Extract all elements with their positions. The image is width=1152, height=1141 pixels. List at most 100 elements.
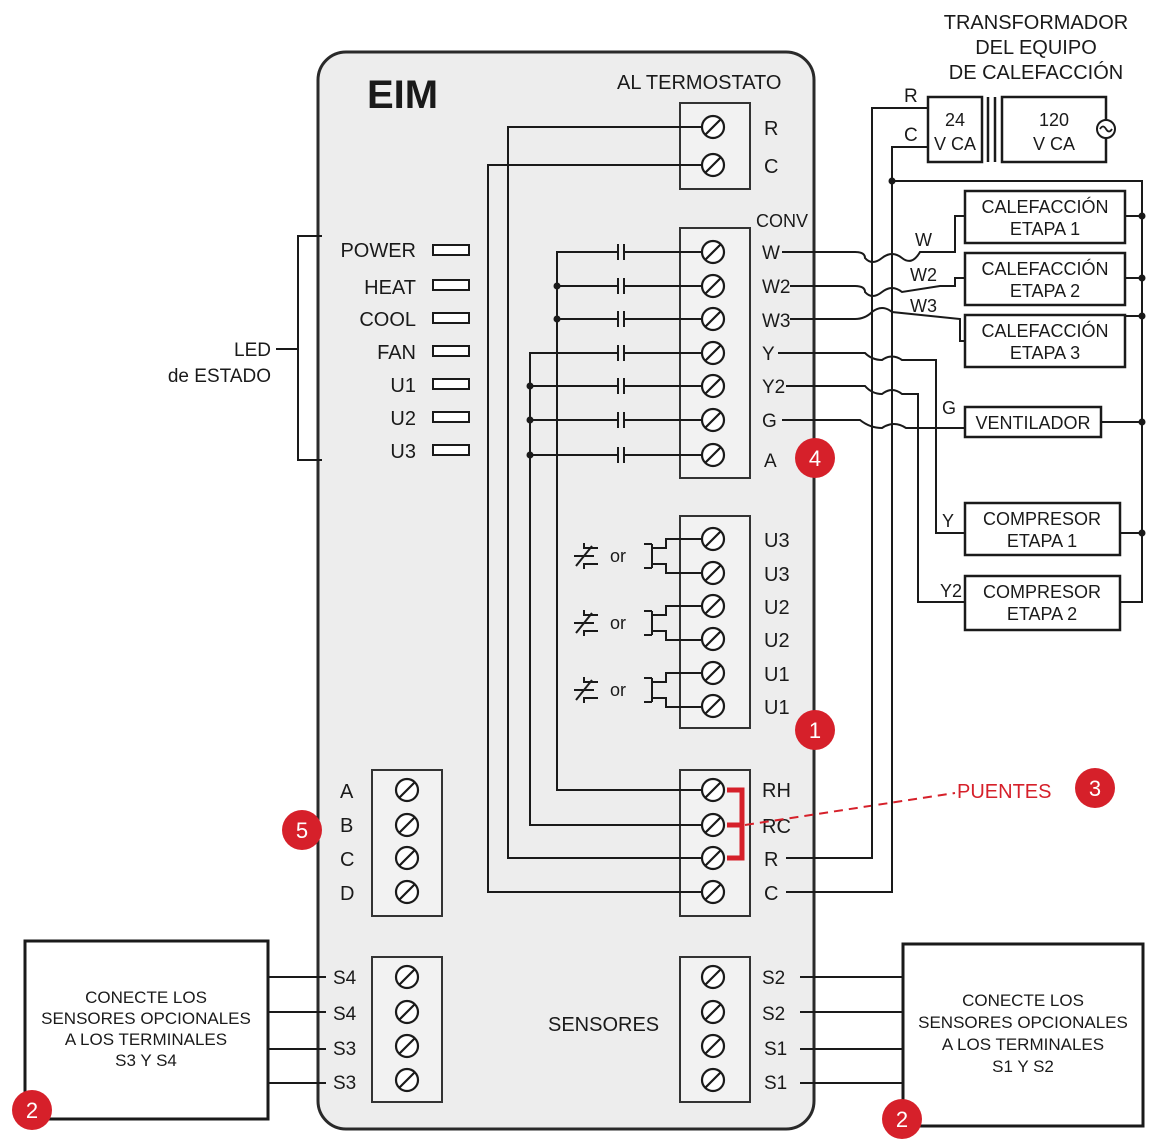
or-label-u3: or <box>610 546 626 566</box>
sensor-left-wires <box>268 976 326 1084</box>
terminal-label-u1b: U1 <box>764 697 790 719</box>
led-u3-indicator <box>432 444 470 456</box>
transformer-r-label: R <box>904 86 918 107</box>
led-power-indicator <box>432 244 470 256</box>
terminal-label-s2b: S2 <box>762 1004 785 1025</box>
or-label-u1: or <box>610 680 626 700</box>
led-u2-indicator <box>432 411 470 423</box>
jumpers <box>727 787 745 861</box>
terminal-label-rc: RC <box>762 816 791 838</box>
sensor-note-right <box>901 942 1145 1128</box>
terminal-label-s3a: S3 <box>333 1039 356 1060</box>
jumpers-leader <box>744 792 956 826</box>
thermostat-header: AL TERMOSTATO <box>617 72 781 94</box>
equipment-compressor-stage2-line2: ETAPA 2 <box>1007 604 1077 624</box>
terminal-label-abcd-d: D <box>340 883 354 905</box>
sensor-note-right-line1: CONECTE LOS <box>962 991 1084 1010</box>
equipment-heat-stage2-line2: ETAPA 2 <box>1010 281 1080 301</box>
sensor-note-right-line4: S1 Y S2 <box>992 1057 1054 1076</box>
terminal-label-u2a: U2 <box>764 597 790 619</box>
terminal-label-s3b: S3 <box>333 1073 356 1094</box>
led-fan-indicator <box>432 345 470 357</box>
transformer-title-3: DE CALEFACCIÓN <box>949 61 1123 84</box>
equipment-heat-stage3-line1: CALEFACCIÓN <box>981 320 1108 341</box>
sensor-note-right-line2: SENSORES OPCIONALES <box>918 1013 1128 1032</box>
transformer-secondary-1: 24 <box>945 110 965 130</box>
callout-2-left-label: 2 <box>26 1098 38 1123</box>
led-label-fan: FAN <box>377 342 416 364</box>
callout-2-right: 2 <box>882 1099 922 1139</box>
wire-label-y2: Y2 <box>940 581 962 601</box>
led-label-cool: COOL <box>359 309 416 331</box>
equipment-heat-stage1-line1: CALEFACCIÓN <box>981 196 1108 217</box>
wire-label-w2: W2 <box>910 265 937 285</box>
wire-label-y: Y <box>942 511 954 531</box>
or-label-u2: or <box>610 613 626 633</box>
terminal-label-s1b: S1 <box>764 1073 787 1094</box>
led-heat-indicator <box>432 279 470 291</box>
terminal-label-s1a: S1 <box>764 1039 787 1060</box>
led-label-u3: U3 <box>390 441 416 463</box>
terminal-label-s2a: S2 <box>762 968 785 989</box>
sensor-note-left-line4: S3 Y S4 <box>115 1051 177 1070</box>
callout-3: 3 <box>1075 768 1115 808</box>
led-label-u2: U2 <box>390 408 416 430</box>
callout-3-label: 3 <box>1089 776 1101 801</box>
terminal-label-abcd-b: B <box>340 815 353 837</box>
terminal-label-r: R <box>764 118 778 140</box>
led-label-heat: HEAT <box>364 277 416 299</box>
terminal-label-g: G <box>762 411 777 432</box>
led-label-line2: de ESTADO <box>168 366 271 387</box>
transformer-primary-2: V CA <box>1033 134 1075 154</box>
conv-label: CONV <box>756 211 808 231</box>
equipment-compressor-stage1 <box>963 501 1122 557</box>
terminal-label-u3a: U3 <box>764 530 790 552</box>
transformer-primary-1: 120 <box>1039 110 1069 130</box>
equipment-fan-line1: VENTILADOR <box>975 413 1090 433</box>
callout-2-right-label: 2 <box>896 1107 908 1132</box>
callout-4: 4 <box>795 438 835 478</box>
terminal-label-a: A <box>764 451 777 472</box>
external-wiring <box>778 107 1146 893</box>
terminal-label-abcd-c: C <box>340 849 354 871</box>
terminal-label-c2: C <box>764 883 778 905</box>
equipment-heat-stage2 <box>963 251 1127 307</box>
terminal-label-s4a: S4 <box>333 968 357 989</box>
callout-2-left: 2 <box>12 1090 52 1130</box>
status-led-bracket <box>276 235 322 461</box>
callout-1: 1 <box>795 710 835 750</box>
sensor-note-left-line3: A LOS TERMINALES <box>65 1030 227 1049</box>
callout-5: 5 <box>282 810 322 850</box>
equipment-compressor-stage2-line1: COMPRESOR <box>983 582 1101 602</box>
sensor-note-right-line3: A LOS TERMINALES <box>942 1035 1104 1054</box>
sensor-note-left <box>23 939 270 1121</box>
callout-4-label: 4 <box>809 446 821 471</box>
callout-5-label: 5 <box>296 818 308 843</box>
terminal-label-y: Y <box>762 344 775 365</box>
led-label-power: POWER <box>340 240 416 262</box>
terminal-label-r2: R <box>764 849 778 871</box>
terminal-label-y2: Y2 <box>762 377 785 398</box>
terminal-label-c: C <box>764 156 778 178</box>
wire-label-g: G <box>942 398 956 418</box>
sensor-note-left-line2: SENSORES OPCIONALES <box>41 1009 251 1028</box>
wire-label-w3: W3 <box>910 296 937 316</box>
relay-contacts <box>617 244 701 463</box>
terminal-label-u3b: U3 <box>764 564 790 586</box>
sensor-note-left-line1: CONECTE LOS <box>85 988 207 1007</box>
equipment-compressor-stage1-line1: COMPRESOR <box>983 509 1101 529</box>
wire-label-w: W <box>915 230 932 250</box>
transformer-title-2: DEL EQUIPO <box>975 37 1097 59</box>
led-cool-indicator <box>432 312 470 324</box>
universal-terminal-block <box>679 515 751 729</box>
sensors-label: SENSORES <box>548 1014 659 1036</box>
equipment-compressor-stage1-line2: ETAPA 1 <box>1007 531 1077 551</box>
led-u1-indicator <box>432 378 470 390</box>
transformer-secondary <box>926 95 984 164</box>
led-label-u1: U1 <box>390 375 416 397</box>
terminal-label-u1a: U1 <box>764 664 790 686</box>
sensor-right-wires <box>800 976 903 1084</box>
equipment-heat-stage1-line2: ETAPA 1 <box>1010 219 1080 239</box>
equipment-heat-stage1 <box>963 189 1127 245</box>
